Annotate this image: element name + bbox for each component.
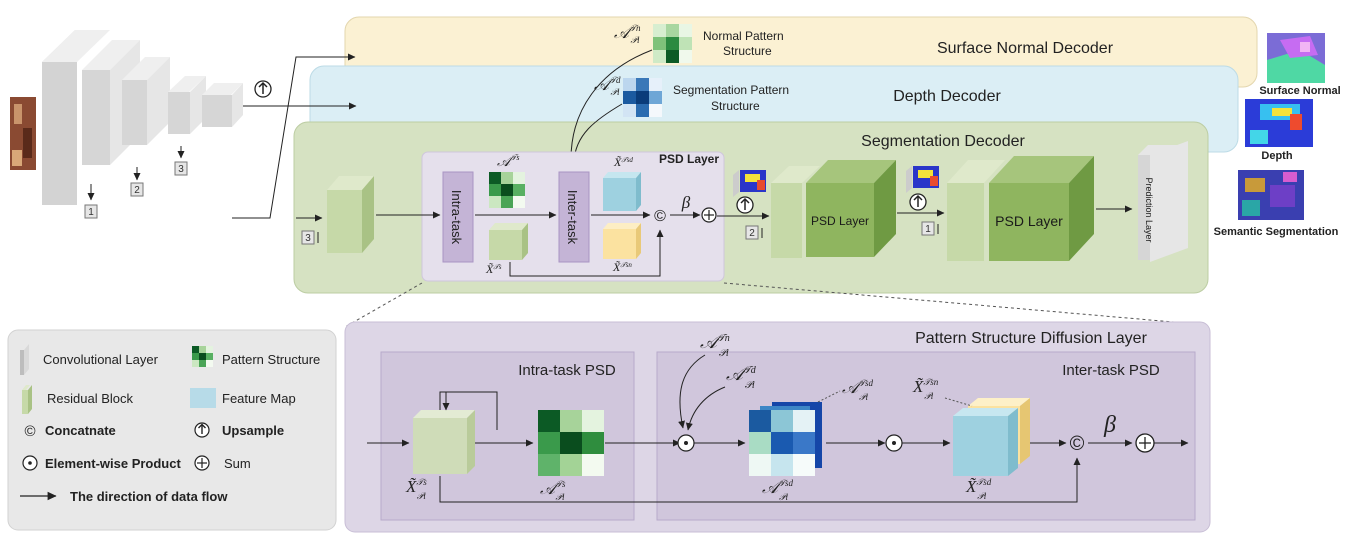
inter-psd-title: Inter-task PSD	[1062, 362, 1160, 379]
depth-decoder-label: Depth Decoder	[893, 88, 1001, 105]
detail-eltwise-2	[885, 434, 903, 452]
legend-sum-icon	[194, 455, 210, 471]
segmentation-pattern-structure-icon	[623, 78, 662, 117]
intra-pattern-matrix	[489, 172, 525, 208]
detail-intra-pattern-matrix	[538, 410, 604, 476]
psd-beta: β	[681, 193, 691, 212]
seg-pattern-label-1: Segmentation Pattern	[673, 83, 789, 97]
scale-badge-1	[84, 204, 98, 219]
psd-layer-label-1: PSD Layer	[811, 214, 869, 228]
scale-badge-2	[130, 182, 144, 197]
psd-layer-block-2	[947, 156, 1094, 261]
legend-upsample-label: Upsample	[222, 423, 284, 438]
semantic-output-image	[1238, 170, 1304, 220]
inter-psd-panel	[656, 351, 1196, 521]
legend-concat-symbol: ©	[24, 423, 35, 440]
detail-intra-feature-cube	[413, 410, 475, 474]
legend-residual-label: Residual Block	[47, 391, 133, 406]
psd-layer-block-1	[771, 160, 896, 258]
psd-concat-symbol: ©	[654, 208, 666, 225]
normal-pattern-label-1: Normal Pattern	[703, 29, 784, 43]
legend-eltwise-label: Element-wise Product	[45, 456, 181, 471]
svg-text:1: 1	[925, 224, 931, 235]
detail-beta: β	[1103, 412, 1116, 438]
legend-flow-label: The direction of data flow	[70, 489, 228, 504]
normal-pattern-label-2: Structure	[723, 44, 772, 58]
svg-text:1: 1	[88, 207, 94, 218]
seg-pattern-label-2: Structure	[711, 99, 760, 113]
prediction-layer-label: Prediction Layer	[1144, 177, 1154, 242]
svg-text:3: 3	[178, 164, 184, 175]
seg-input-residual-block	[327, 176, 374, 253]
psd-layer-title: PSD Layer	[659, 152, 719, 166]
detail-sum-icon	[1135, 433, 1155, 453]
legend-conv-label: Convolutional Layer	[43, 352, 159, 367]
detail-sd-feature-map	[953, 408, 1018, 476]
segmentation-decoder-label: Segmentation Decoder	[861, 133, 1025, 150]
inter-blue-feature-map	[603, 172, 641, 211]
legend-residual-icon	[22, 385, 32, 414]
normal-pattern-structure-icon	[653, 24, 692, 63]
inter-task-label: Inter-task	[565, 190, 580, 245]
scale-badge-3-seg	[301, 230, 315, 245]
depth-output-image	[1245, 99, 1313, 147]
prediction-layer	[1138, 141, 1188, 262]
inter-yellow-feature-map	[603, 223, 641, 259]
svg-text:2: 2	[749, 228, 755, 239]
upsample-icon-3	[909, 193, 927, 211]
surface-normal-output-label: Surface Normal	[1259, 85, 1340, 97]
detail-eltwise-1	[677, 434, 695, 452]
psd-sum-icon	[701, 207, 717, 223]
svg-text:3: 3	[305, 233, 311, 244]
surface-normal-decoder-label: Surface Normal Decoder	[937, 40, 1114, 57]
semantic-output-label: Semantic Segmentation	[1214, 226, 1339, 238]
surface-normal-output-image	[1267, 33, 1325, 83]
legend-panel	[7, 329, 337, 531]
legend-feature-icon	[190, 388, 216, 408]
psd-layer-label-2: PSD Layer	[995, 213, 1063, 229]
scale-badge-2-seg	[745, 225, 759, 240]
detail-inter-pattern-stack	[749, 402, 822, 476]
inter-task-box	[558, 171, 590, 263]
svg-text:2: 2	[134, 185, 140, 196]
depth-output-label: Depth	[1261, 150, 1292, 162]
detail-concat-symbol: ©	[1070, 433, 1085, 455]
encoder-backbone	[42, 30, 243, 205]
intra-psd-title: Intra-task PSD	[518, 362, 616, 379]
scale-badge-3	[174, 161, 188, 176]
legend-eltwise-icon	[22, 455, 38, 471]
legend-concat-label: Concatnate	[45, 423, 116, 438]
intra-feature-cube	[489, 223, 528, 260]
intra-task-box	[442, 171, 474, 263]
legend-feature-label: Feature Map	[222, 391, 296, 406]
legend-pattern-label: Pattern Structure	[222, 352, 320, 367]
legend-sum-label: Sum	[224, 456, 251, 471]
upsample-icon-2	[736, 196, 754, 214]
scale-badge-1-seg	[921, 221, 935, 236]
intra-task-label: Intra-task	[449, 190, 464, 245]
detail-title: Pattern Structure Diffusion Layer	[915, 330, 1147, 347]
legend-pattern-icon	[192, 346, 213, 367]
upsample-icon	[254, 80, 272, 98]
legend-upsample-icon	[194, 422, 210, 438]
